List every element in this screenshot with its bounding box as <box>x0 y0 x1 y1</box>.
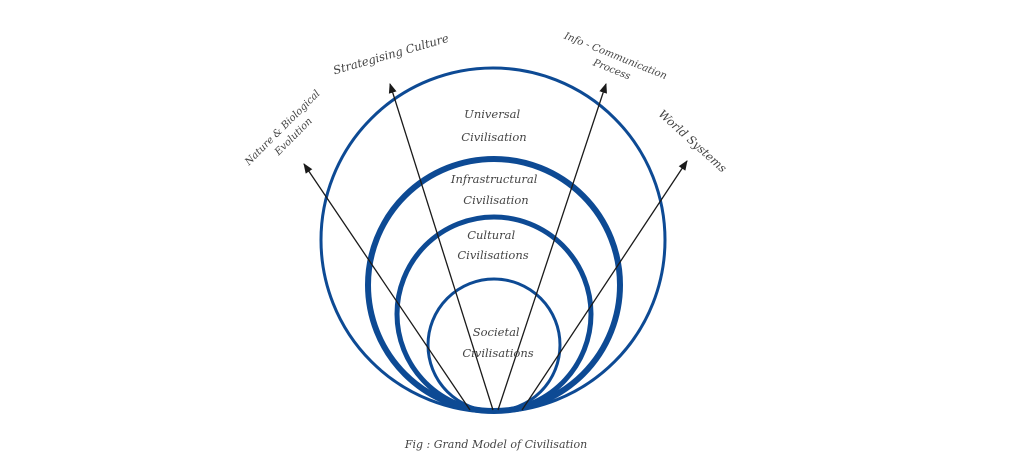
circle-cultural <box>394 214 594 414</box>
arrow-nature-biological-evolution <box>303 163 471 411</box>
figure-caption: Fig : Grand Model of Civilisation <box>404 438 587 451</box>
label-cultural: Cultural Civilisations <box>457 228 528 262</box>
label-strategising-culture: Strategising Culture <box>332 31 451 77</box>
label-world-systems: World Systems <box>656 107 730 175</box>
arrow-world-systems <box>521 160 688 411</box>
circle-societal <box>426 277 562 413</box>
arrow-strategising-culture <box>388 83 494 411</box>
label-nature-biological-evolution: Nature & Biological Evolution <box>242 86 334 178</box>
label-universal: Universal Civilisation <box>461 107 526 144</box>
label-infrastructural: Infrastructural Civilisation <box>450 172 541 207</box>
arrow-info-communication-process <box>497 83 607 411</box>
label-societal: Societal Civilisations <box>462 325 533 360</box>
